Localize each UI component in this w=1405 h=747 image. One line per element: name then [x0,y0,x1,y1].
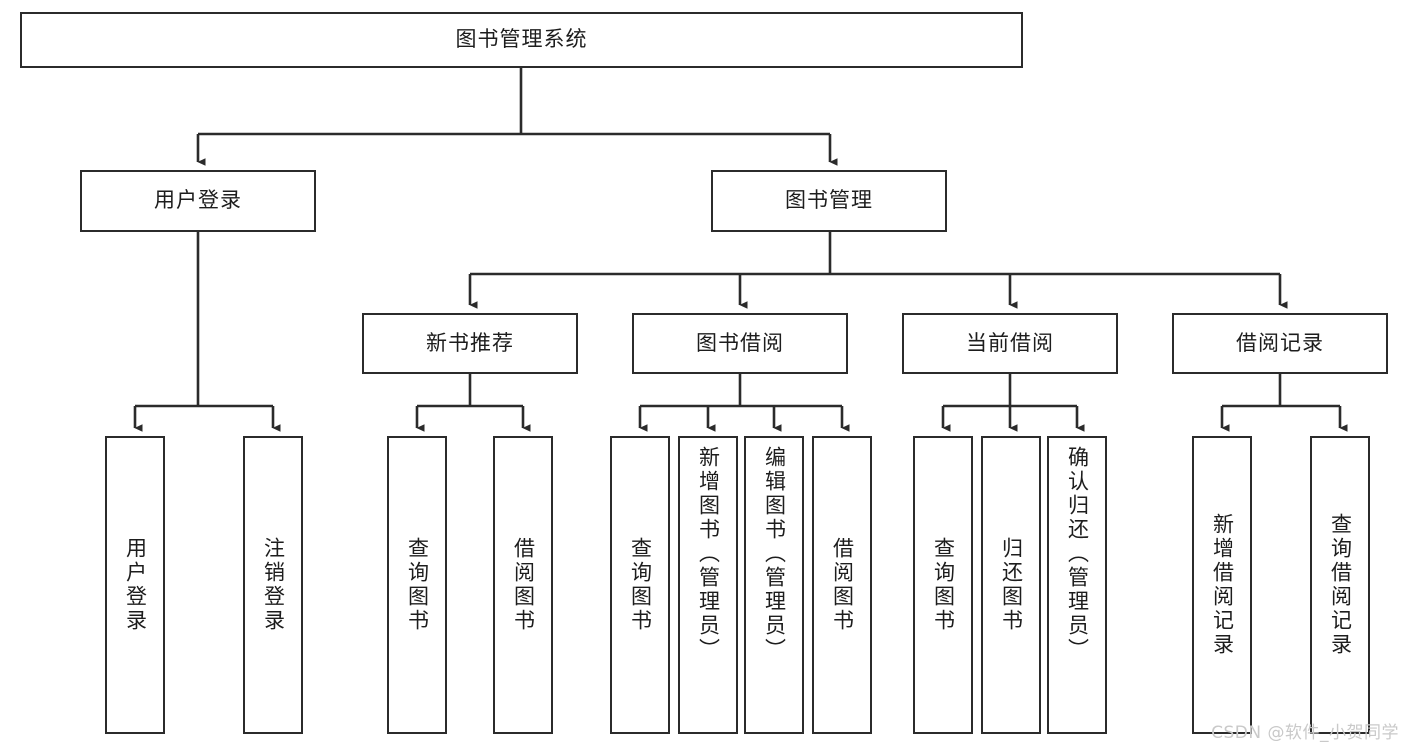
node-user-login[interactable]: 用户登录 [80,170,316,232]
node-user-login-label: 用户登录 [154,188,242,213]
node-leaf-return-book[interactable]: 归还图书 [981,436,1041,734]
node-root-label: 图书管理系统 [455,27,588,52]
node-leaf-edit-book[interactable]: 编辑图书（管理员） [744,436,804,734]
node-leaf-query-record-label: 查询借阅记录 [1328,513,1353,657]
node-leaf-query-book-2[interactable]: 查询图书 [610,436,670,734]
node-book-borrow[interactable]: 图书借阅 [632,313,848,374]
node-leaf-borrow-book-2[interactable]: 借阅图书 [812,436,872,734]
node-leaf-query-book-3-label: 查询图书 [931,537,956,633]
node-leaf-edit-book-label: 编辑图书（管理员） [762,446,787,662]
node-leaf-user-logout-label: 注销登录 [261,537,286,633]
node-leaf-add-record[interactable]: 新增借阅记录 [1192,436,1252,734]
node-leaf-borrow-book-1[interactable]: 借阅图书 [493,436,553,734]
node-book-management[interactable]: 图书管理 [711,170,947,232]
node-borrow-record-label: 借阅记录 [1236,330,1324,355]
node-leaf-query-book-1-label: 查询图书 [405,537,430,633]
node-leaf-user-logout[interactable]: 注销登录 [243,436,303,734]
node-new-book-recommend-label: 新书推荐 [426,330,514,355]
node-book-management-label: 图书管理 [785,188,873,213]
node-leaf-user-login[interactable]: 用户登录 [105,436,165,734]
node-leaf-confirm-return-label: 确认归还（管理员） [1065,446,1090,662]
node-borrow-record[interactable]: 借阅记录 [1172,313,1388,374]
node-leaf-add-book[interactable]: 新增图书（管理员） [678,436,738,734]
node-leaf-add-book-label: 新增图书（管理员） [696,446,721,662]
node-leaf-query-record[interactable]: 查询借阅记录 [1310,436,1370,734]
node-leaf-query-book-2-label: 查询图书 [628,537,653,633]
node-leaf-add-record-label: 新增借阅记录 [1210,513,1235,657]
node-leaf-return-book-label: 归还图书 [999,537,1024,633]
node-book-borrow-label: 图书借阅 [696,330,784,355]
node-leaf-query-book-1[interactable]: 查询图书 [387,436,447,734]
node-current-borrow-label: 当前借阅 [966,330,1054,355]
node-leaf-confirm-return[interactable]: 确认归还（管理员） [1047,436,1107,734]
node-leaf-query-book-3[interactable]: 查询图书 [913,436,973,734]
node-leaf-borrow-book-2-label: 借阅图书 [830,537,855,633]
node-leaf-user-login-label: 用户登录 [123,537,148,633]
node-new-book-recommend[interactable]: 新书推荐 [362,313,578,374]
node-leaf-borrow-book-1-label: 借阅图书 [511,537,536,633]
node-current-borrow[interactable]: 当前借阅 [902,313,1118,374]
node-root[interactable]: 图书管理系统 [20,12,1023,68]
